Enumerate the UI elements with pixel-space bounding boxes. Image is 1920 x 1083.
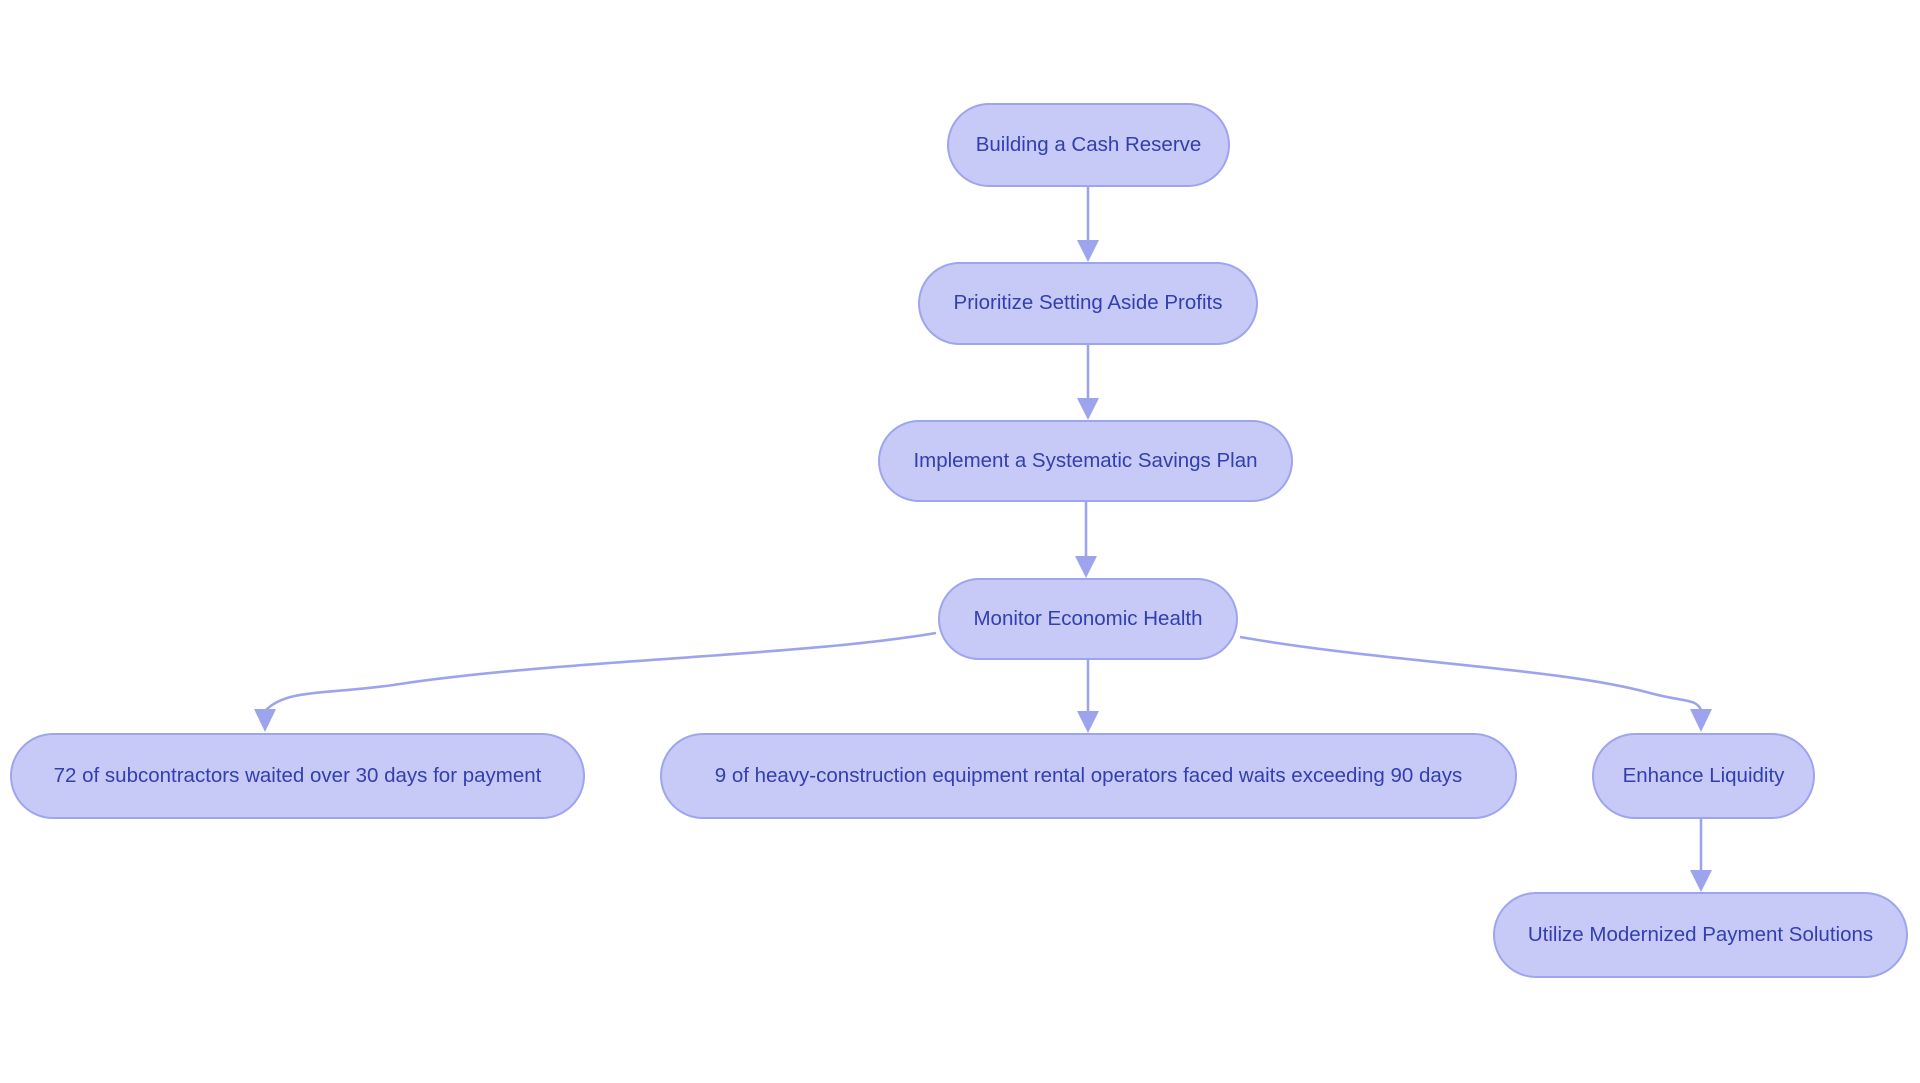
flowchart-node-monitor-economic-health: Monitor Economic Health xyxy=(938,578,1238,660)
edge-monitor-to-equipment xyxy=(1077,660,1099,733)
node-label: 9 of heavy-construction equipment rental… xyxy=(714,763,1463,787)
edge-savings-to-monitor xyxy=(1075,502,1097,578)
edge-prioritize-to-savings xyxy=(1077,345,1099,420)
flowchart-node-building-cash-reserve: Building a Cash Reserve xyxy=(947,103,1230,187)
node-label: Implement a Systematic Savings Plan xyxy=(913,448,1258,472)
flowchart-node-systematic-savings-plan: Implement a Systematic Savings Plan xyxy=(878,420,1293,502)
flowchart-node-subcontractors-stat: 72 of subcontractors waited over 30 days… xyxy=(10,733,585,819)
edge-liquidity-to-payments xyxy=(1690,819,1712,892)
arrowhead-icon xyxy=(1075,556,1097,578)
edge-building-to-prioritize xyxy=(1077,187,1099,262)
node-label: Prioritize Setting Aside Profits xyxy=(953,291,1223,315)
arrowhead-icon xyxy=(1077,711,1099,733)
flowchart-node-equipment-rental-stat: 9 of heavy-construction equipment rental… xyxy=(660,733,1517,819)
arrowhead-icon xyxy=(1077,398,1099,420)
node-label: Enhance Liquidity xyxy=(1622,763,1785,787)
arrowhead-icon xyxy=(1690,709,1712,732)
arrowhead-icon xyxy=(1077,240,1099,262)
arrowhead-icon xyxy=(254,709,276,732)
arrowhead-icon xyxy=(1690,870,1712,892)
edge-monitor-to-liquidity xyxy=(1239,635,1712,732)
node-label: 72 of subcontractors waited over 30 days… xyxy=(53,763,542,787)
flowchart-node-modernized-payments: Utilize Modernized Payment Solutions xyxy=(1493,892,1908,978)
edge-monitor-to-subcontractors xyxy=(254,631,937,732)
node-label: Utilize Modernized Payment Solutions xyxy=(1527,922,1874,946)
flowchart-node-enhance-liquidity: Enhance Liquidity xyxy=(1592,733,1815,819)
flowchart-node-prioritize-profits: Prioritize Setting Aside Profits xyxy=(918,262,1258,345)
node-label: Building a Cash Reserve xyxy=(975,132,1202,156)
node-label: Monitor Economic Health xyxy=(973,606,1203,630)
